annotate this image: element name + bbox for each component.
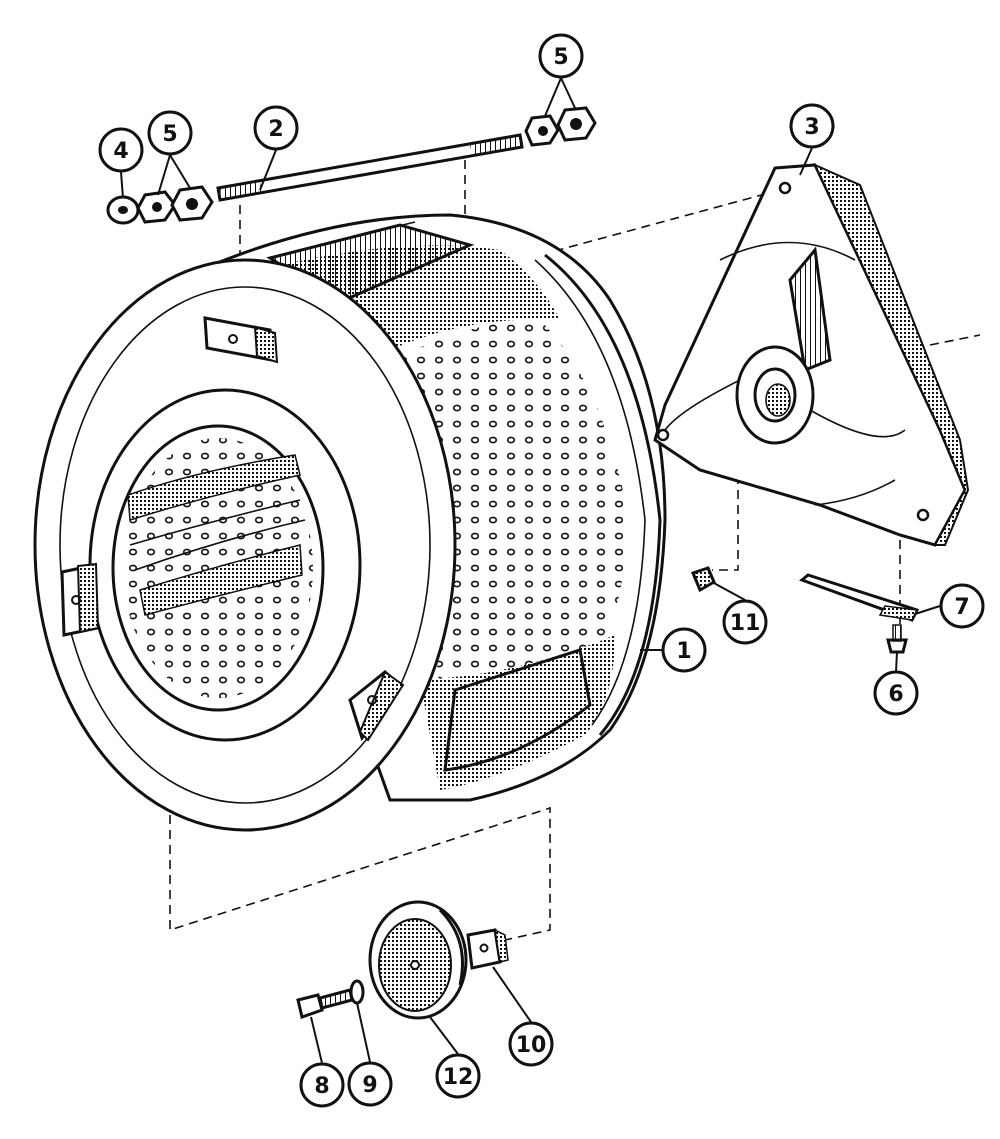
block-part-10 <box>466 928 509 970</box>
callout-11: 11 <box>722 599 768 645</box>
washer-part-9 <box>349 979 365 1005</box>
callout-6: 6 <box>873 670 919 716</box>
drum-clip-bottom <box>348 670 405 742</box>
callout-leaders <box>120 77 941 1064</box>
callout-8-label: 8 <box>314 1074 329 1099</box>
callout-8: 8 <box>299 1062 345 1108</box>
washer-part-4 <box>106 195 140 225</box>
spider-crosspiece <box>653 162 970 547</box>
callout-7: 7 <box>939 583 985 629</box>
callout-3: 3 <box>789 103 835 149</box>
callout-1: 1 <box>661 627 707 673</box>
callout-5-left: 5 <box>147 110 193 156</box>
callout-5-right-label: 5 <box>553 45 568 70</box>
screw-part-11 <box>691 566 716 593</box>
callout-10: 10 <box>508 1021 554 1067</box>
callout-2: 2 <box>253 105 299 151</box>
drum-clip-top <box>203 316 279 364</box>
callout-5-left-label: 5 <box>162 122 177 147</box>
drum-clip-left <box>60 562 100 637</box>
callout-9: 9 <box>347 1061 393 1107</box>
callout-4: 4 <box>98 127 144 173</box>
callout-10-label: 10 <box>516 1033 547 1058</box>
nut-left-inner <box>136 190 177 224</box>
nut-right-inner <box>524 114 560 147</box>
callout-4-label: 4 <box>113 139 128 164</box>
nut-right-outer <box>556 106 597 142</box>
end-cap-part-12 <box>368 900 468 1020</box>
callout-12-label: 12 <box>443 1065 474 1090</box>
callout-6-label: 6 <box>888 682 903 707</box>
nut-left-outer <box>170 185 214 222</box>
callout-5-right: 5 <box>538 33 584 79</box>
callout-3-label: 3 <box>804 115 819 140</box>
drum-assembly <box>33 213 667 832</box>
tie-rod <box>216 133 524 202</box>
callout-11-label: 11 <box>730 611 761 636</box>
bolt-part-8 <box>296 988 354 1019</box>
callout-1-label: 1 <box>676 639 691 664</box>
callout-7-label: 7 <box>954 595 969 620</box>
plate-part-7 <box>799 573 920 622</box>
callout-9-label: 9 <box>362 1073 377 1098</box>
screw-part-6 <box>886 624 908 654</box>
callout-2-label: 2 <box>268 117 283 142</box>
callout-12: 12 <box>435 1053 481 1099</box>
